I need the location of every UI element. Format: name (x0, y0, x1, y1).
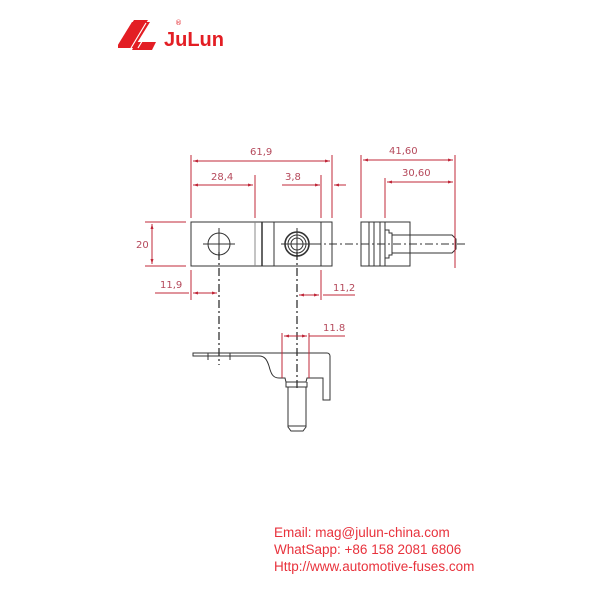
dim-pin-total-length: 41,60 (389, 146, 418, 157)
contact-whatsapp: WhatSapp: +86 158 2081 6806 (274, 542, 462, 557)
dim-stud-width: 11.8 (323, 323, 345, 334)
front-view (192, 352, 331, 432)
dimensions (145, 155, 456, 378)
registered-mark: ® (175, 19, 182, 27)
top-view (190, 221, 333, 267)
dim-height: 20 (136, 240, 149, 251)
dim-edge-gap: 3,8 (285, 172, 301, 183)
dim-hole-offset: 28,4 (211, 172, 233, 183)
dimension-labels: 61,9 28,4 3,8 41,60 30,60 20 11,9 11,2 1… (136, 146, 431, 334)
zl-stripes-logo-icon (118, 20, 156, 50)
contact-info: Email: mag@julun-china.com WhatSapp: +86… (274, 524, 474, 575)
contact-website[interactable]: Http://www.automotive-fuses.com (274, 559, 475, 574)
dim-left-hole-edge: 11,9 (160, 280, 182, 291)
side-view (360, 221, 457, 267)
brand-logo: ® JuLun (118, 19, 224, 51)
dim-overall-width: 61,9 (250, 147, 272, 158)
contact-email[interactable]: Email: mag@julun-china.com (274, 525, 450, 540)
dim-right-hole-edge: 11,2 (333, 283, 355, 294)
brand-name: JuLun (164, 29, 224, 51)
dim-pin-length: 30,60 (402, 168, 431, 179)
